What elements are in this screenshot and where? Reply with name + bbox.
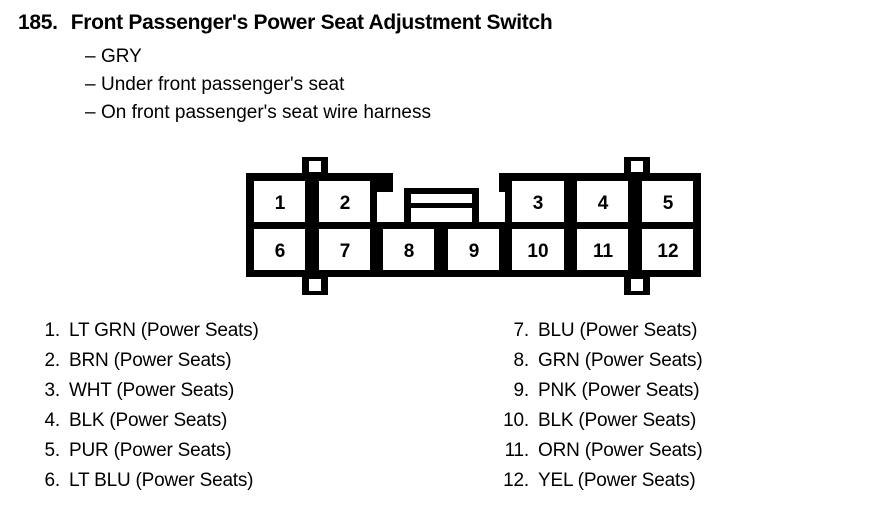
pin-cell-5 bbox=[642, 181, 693, 222]
pin-cell-7 bbox=[319, 229, 370, 270]
legend-row: 6. LT BLU (Power Seats) bbox=[28, 470, 259, 500]
legend-pin-number: 8. bbox=[513, 350, 530, 371]
legend-pin-label: LT BLU (Power Seats) bbox=[69, 470, 254, 491]
tab-bottom-right-hole bbox=[631, 279, 643, 291]
attribute-text: On front passenger's seat wire harness bbox=[101, 102, 431, 123]
attribute-text: GRY bbox=[101, 46, 142, 67]
legend-pin-label: BLK (Power Seats) bbox=[69, 410, 228, 431]
list-item: – Under front passenger's seat bbox=[85, 71, 431, 99]
pin-label-11: 11 bbox=[593, 241, 614, 262]
legend-row: 7. BLU (Power Seats) bbox=[497, 320, 702, 350]
legend-pin-label: BLK (Power Seats) bbox=[538, 410, 697, 431]
dash-icon: – bbox=[85, 102, 96, 123]
pin-number-labels: 1 2 3 4 5 6 7 8 9 10 11 12 bbox=[275, 193, 679, 262]
legend-pin-label: GRN (Power Seats) bbox=[538, 350, 703, 371]
center-latch bbox=[404, 188, 479, 222]
connector-body bbox=[246, 157, 701, 295]
list-item: – On front passenger's seat wire harness bbox=[85, 99, 431, 127]
title-heading: Front Passenger's Power Seat Adjustment … bbox=[70, 11, 553, 34]
page-title: 185. Front Passenger's Power Seat Adjust… bbox=[18, 11, 553, 35]
pin-label-7: 7 bbox=[340, 241, 351, 262]
pin-cell-6 bbox=[254, 229, 305, 270]
latch-slot-upper bbox=[411, 194, 472, 203]
tab-top-right-hole bbox=[631, 161, 643, 172]
legend-row: 11. ORN (Power Seats) bbox=[497, 440, 703, 470]
pin-label-8: 8 bbox=[404, 241, 415, 262]
pin-cell-11 bbox=[577, 229, 628, 270]
pin-label-10: 10 bbox=[527, 241, 548, 262]
legend-pin-label: ORN (Power Seats) bbox=[538, 440, 703, 461]
attribute-text: Under front passenger's seat bbox=[101, 74, 345, 95]
pin-cell-2 bbox=[319, 181, 370, 222]
legend-row: 9. PNK (Power Seats) bbox=[497, 380, 702, 410]
legend-pin-label: PUR (Power Seats) bbox=[69, 440, 232, 461]
pin-label-6: 6 bbox=[275, 241, 286, 262]
connector-top-row bbox=[254, 181, 693, 222]
pin-label-5: 5 bbox=[663, 193, 674, 214]
legend-pin-number: 5. bbox=[44, 440, 61, 461]
legend-pin-number: 6. bbox=[44, 470, 61, 491]
pin-cell-12 bbox=[642, 229, 693, 270]
legend-row: 8. GRN (Power Seats) bbox=[497, 350, 703, 380]
dash-icon: – bbox=[85, 74, 96, 95]
pin-cell-9 bbox=[448, 229, 499, 270]
legend-pin-label: LT GRN (Power Seats) bbox=[69, 320, 259, 341]
legend-pin-number: 2. bbox=[44, 350, 61, 371]
pin-legend-right-column: 7. BLU (Power Seats) 8. GRN (Power Seats… bbox=[497, 320, 703, 500]
pin-cell-10 bbox=[512, 229, 564, 270]
dash-icon: – bbox=[85, 46, 96, 67]
title-item-number: 185. bbox=[18, 11, 58, 34]
pin-label-12: 12 bbox=[657, 241, 678, 262]
legend-row: 12. YEL (Power Seats) bbox=[497, 470, 702, 500]
legend-row: 3. WHT (Power Seats) bbox=[28, 380, 259, 410]
legend-row: 2. BRN (Power Seats) bbox=[28, 350, 259, 380]
legend-pin-number: 11. bbox=[504, 440, 530, 461]
tab-bottom-left-hole bbox=[309, 279, 321, 291]
pin-legend-left-column: 1. LT GRN (Power Seats) 2. BRN (Power Se… bbox=[28, 320, 259, 500]
pin-cell-8 bbox=[383, 229, 434, 270]
legend-pin-label: BLU (Power Seats) bbox=[538, 320, 698, 341]
legend-row: 1. LT GRN (Power Seats) bbox=[28, 320, 259, 350]
connector-bottom-row bbox=[254, 229, 693, 270]
legend-pin-label: PNK (Power Seats) bbox=[538, 380, 700, 401]
legend-pin-number: 10. bbox=[503, 410, 529, 431]
pin-label-3: 3 bbox=[533, 193, 544, 214]
legend-pin-number: 3. bbox=[44, 380, 61, 401]
legend-pin-label: YEL (Power Seats) bbox=[538, 470, 696, 491]
pin-legend: 1. LT GRN (Power Seats) 2. BRN (Power Se… bbox=[0, 320, 880, 515]
legend-pin-label: BRN (Power Seats) bbox=[69, 350, 232, 371]
pin-cell-1 bbox=[254, 181, 305, 222]
connector-attributes-list: – GRY – Under front passenger's seat – O… bbox=[85, 43, 431, 127]
legend-pin-number: 12. bbox=[503, 470, 529, 491]
legend-pin-number: 7. bbox=[513, 320, 530, 341]
pin-cell-4 bbox=[577, 181, 628, 222]
connector-diagram: 1 2 3 4 5 6 7 8 9 10 11 12 bbox=[246, 155, 701, 300]
connector-svg: 1 2 3 4 5 6 7 8 9 10 11 12 bbox=[246, 157, 701, 295]
legend-pin-number: 4. bbox=[44, 410, 61, 431]
legend-pin-number: 9. bbox=[513, 380, 530, 401]
pin-label-2: 2 bbox=[340, 193, 351, 214]
legend-row: 5. PUR (Power Seats) bbox=[28, 440, 259, 470]
tab-top-left-hole bbox=[309, 161, 321, 172]
list-item: – GRY bbox=[85, 43, 431, 71]
legend-pin-number: 1. bbox=[44, 320, 61, 341]
latch-slot-lower bbox=[411, 208, 472, 222]
legend-pin-label: WHT (Power Seats) bbox=[69, 380, 235, 401]
legend-row: 4. BLK (Power Seats) bbox=[28, 410, 259, 440]
pin-label-9: 9 bbox=[469, 241, 480, 262]
pin-cell-3 bbox=[512, 181, 564, 222]
pin-label-4: 4 bbox=[598, 193, 609, 214]
legend-row: 10. BLK (Power Seats) bbox=[497, 410, 702, 440]
pin-label-1: 1 bbox=[275, 193, 286, 214]
